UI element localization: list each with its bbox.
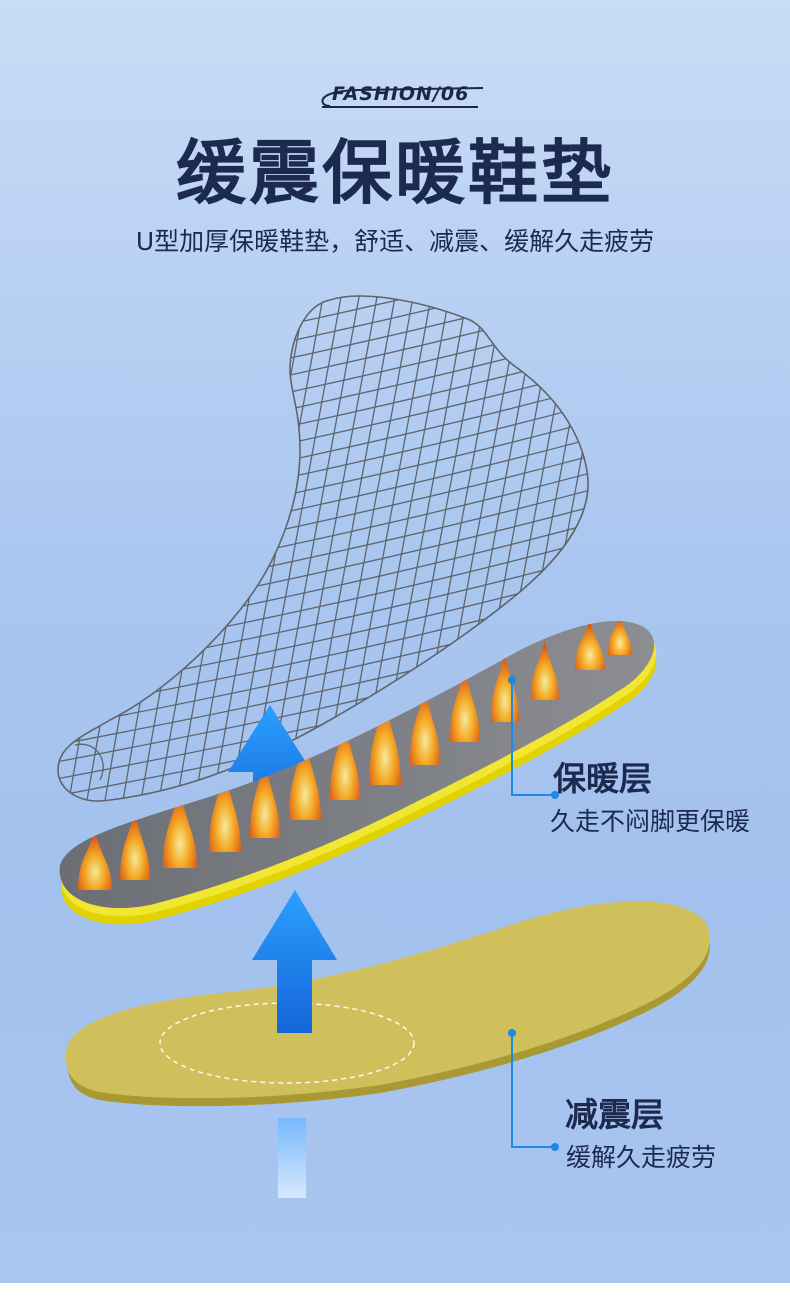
flame-icon [78,620,632,890]
flame-shape [575,620,605,670]
flame-shape [410,685,440,765]
flame-shape [289,735,321,820]
foot-wireframe-line [58,481,589,613]
page-title: 缓震保暖鞋垫 [176,132,614,214]
brand-badge: FASHION/06 [318,80,488,110]
warm-layer-callout-line [508,676,559,799]
warm-insole-icon [59,620,657,925]
shock-absorbing-insole-icon [65,901,710,1107]
foot-wireframe-line [58,328,589,460]
foot-wireframe-line [58,296,589,392]
foot-wireframe-line [58,447,589,579]
warm-layer-title: 保暖层 [553,759,652,798]
product-banner: FASHION/06 缓震保暖鞋垫 U型加厚保暖鞋垫，舒适、减震、缓解久走疲劳 [0,0,790,1283]
bottom-strip [0,1283,790,1310]
flame-shape [120,810,150,880]
foot-wireframe-line [549,296,589,801]
foot-wireframe-line [58,396,589,528]
flame-shape [330,720,360,800]
foot-wireframe-line [58,430,589,562]
flame-shape [531,640,559,700]
foot-wireframe-line [58,296,589,358]
warm-layer-description: 久走不闷脚更保暖 [550,807,751,836]
flame-shape [450,667,480,742]
brand-badge-outline [321,87,484,108]
flame-shape [163,788,197,868]
foot-wireframe-line [58,498,589,630]
shock-layer-title: 减震层 [565,1095,664,1134]
flame-shape [78,830,112,890]
foot-wireframe-line [58,379,589,511]
flame-shape [250,758,280,838]
foot-wireframe-line [58,296,111,801]
flame-shape [209,767,241,852]
page-subtitle: U型加厚保暖鞋垫，舒适、减震、缓解久走疲劳 [135,227,655,256]
foot-wireframe-line [58,464,589,596]
foot-wireframe-line [58,311,589,443]
foot-wireframe-line [58,296,589,341]
up-arrow-icon [252,890,337,1033]
flame-shape [369,695,401,785]
flame-shape [608,620,632,655]
upper-up-arrow-icon [228,705,312,830]
shock-layer-callout-line [508,1029,559,1151]
foot-wireframe-line [567,296,589,801]
bottom-arrow-shaft [278,1118,306,1198]
foot-wireframe-icon [57,295,589,802]
product-illustration [57,295,710,1198]
foot-wireframe-line [58,296,589,409]
brand-text: FASHION/06 [332,83,470,105]
shock-layer-description: 缓解久走疲劳 [566,1143,717,1172]
